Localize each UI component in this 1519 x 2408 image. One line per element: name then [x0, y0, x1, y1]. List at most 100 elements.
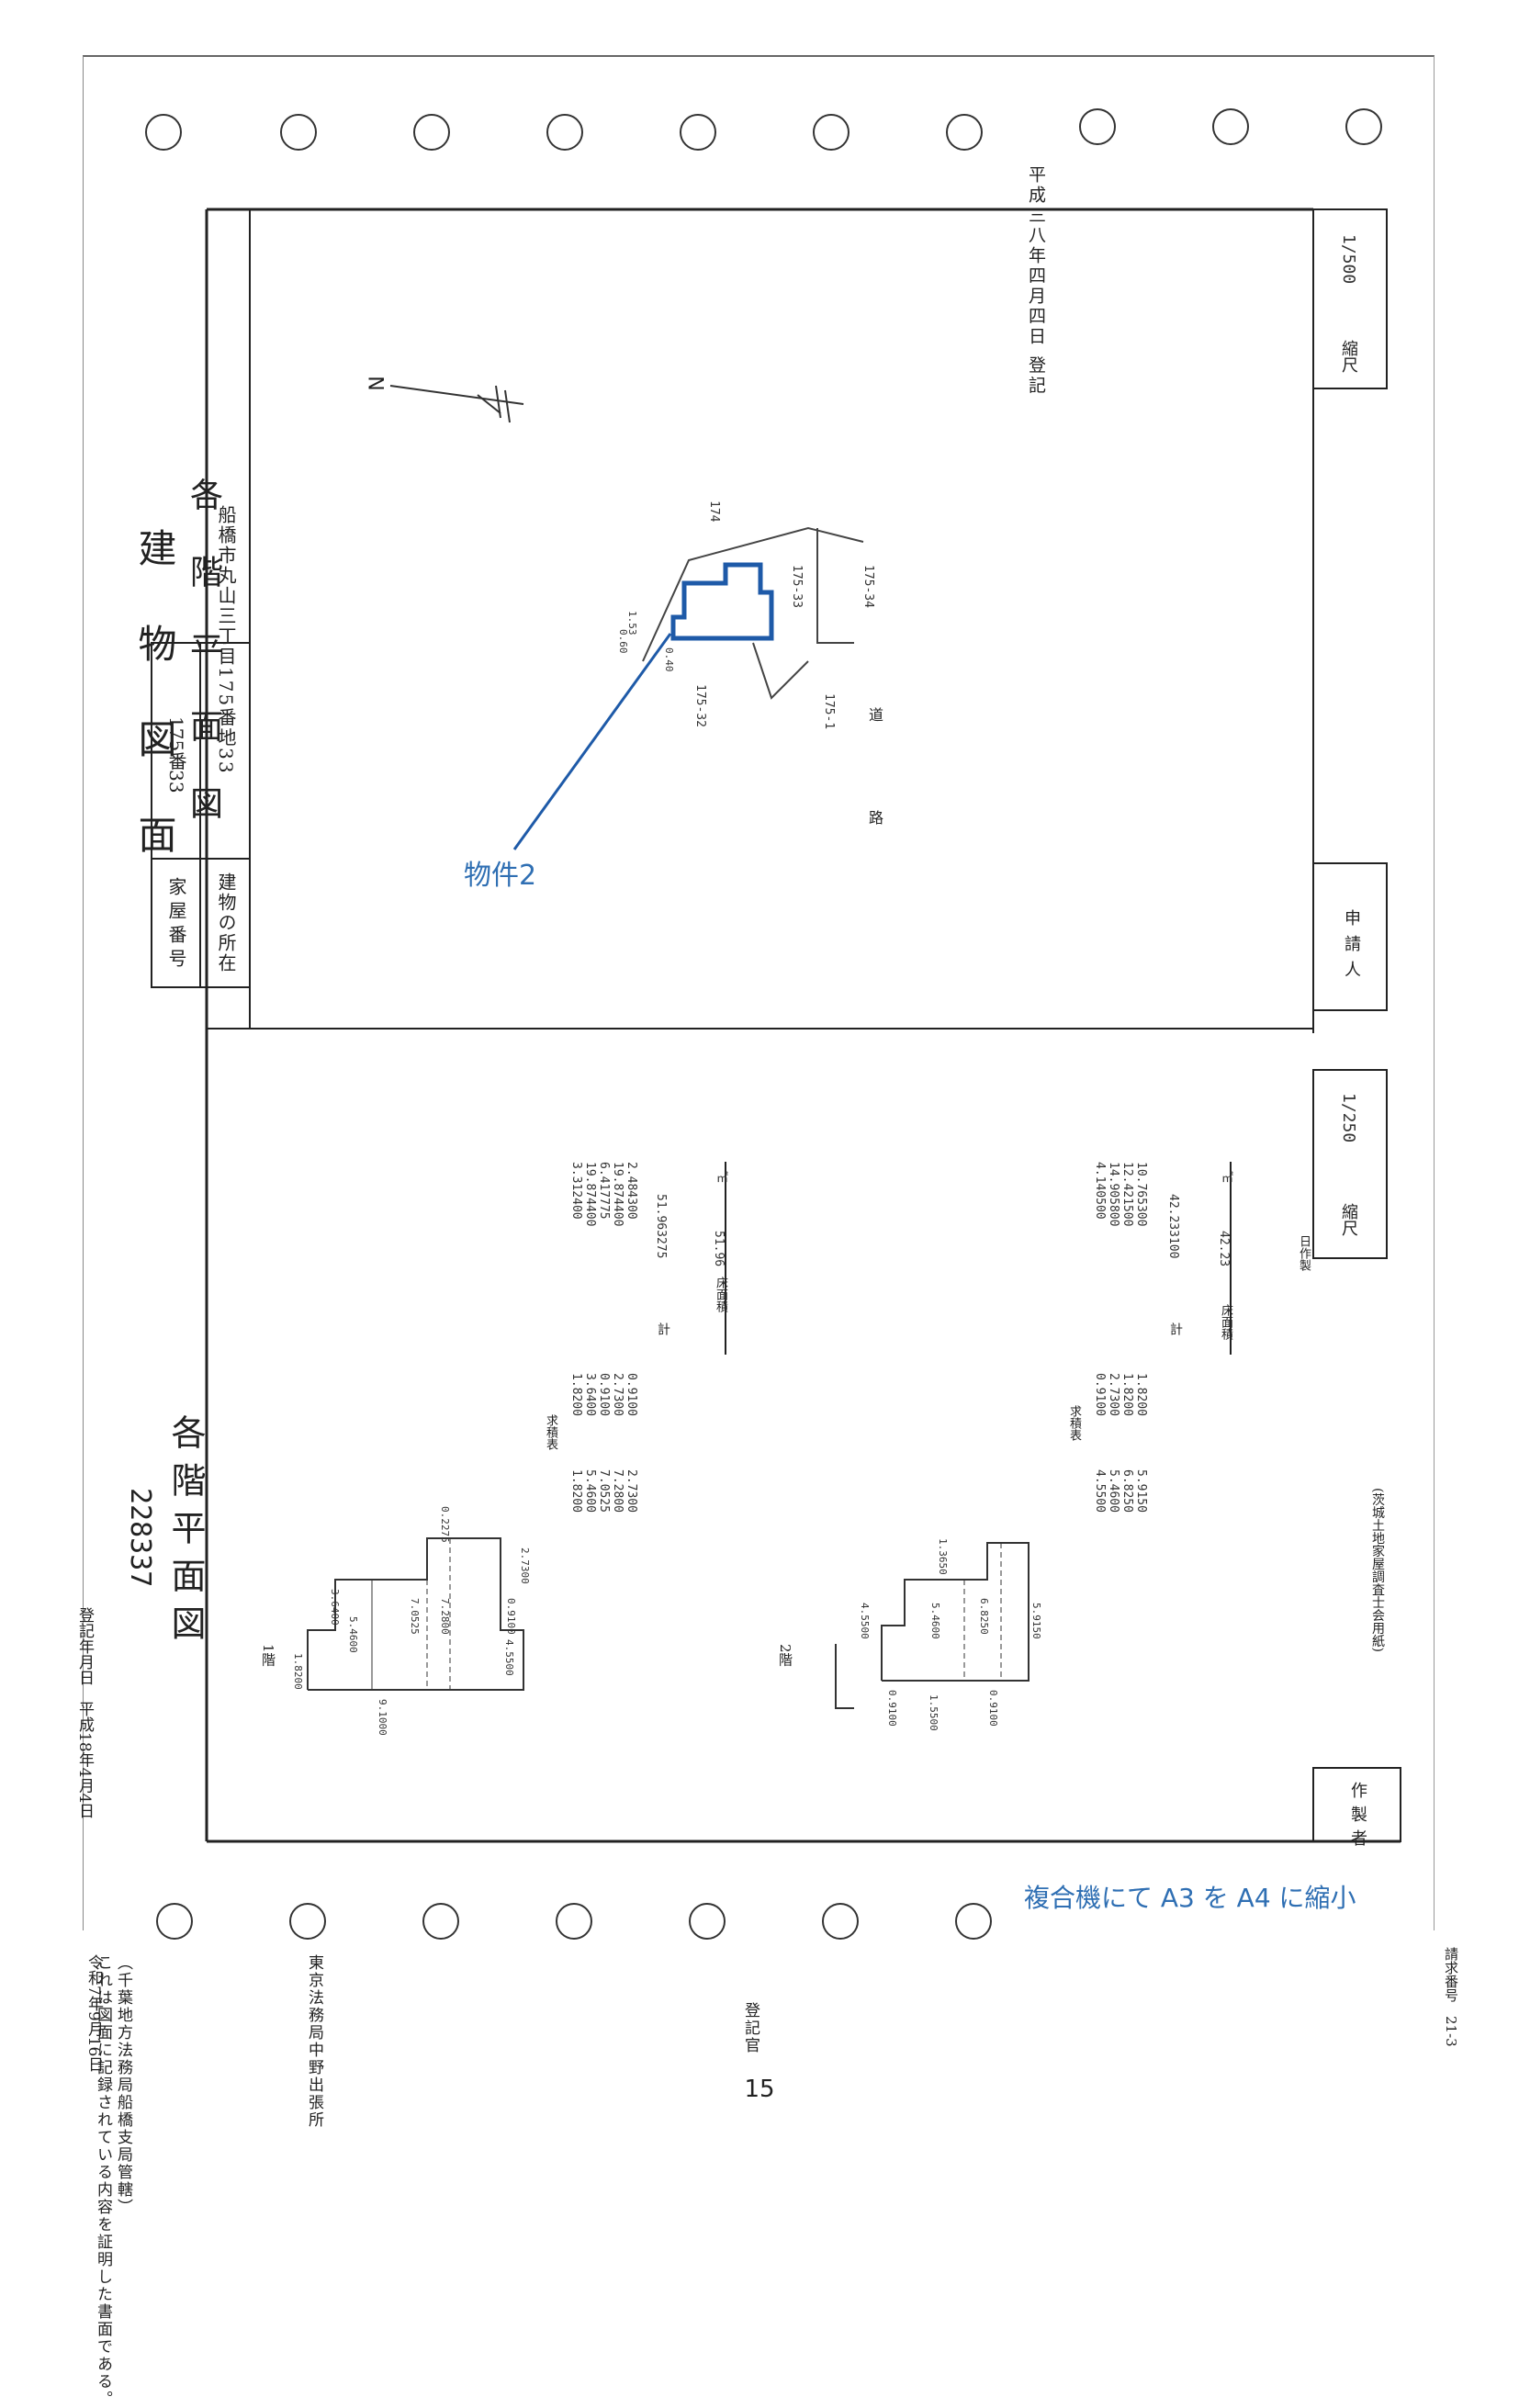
north-label: N — [363, 376, 387, 391]
hole-icon — [946, 114, 983, 151]
hole-icon — [680, 114, 716, 151]
total-label: 計 — [656, 1322, 670, 1335]
dim-label: 9.1000 — [377, 1699, 388, 1736]
registration-date: 平成三八年四月四日 登記 — [1026, 165, 1046, 397]
copy-note: 複合機にて A3 を A4 に縮小 — [1024, 1883, 1356, 1913]
dim-label: 6.8250 — [978, 1598, 990, 1635]
floor1-label: 1階 — [260, 1644, 276, 1667]
calc-a: 5.9150 — [1134, 1469, 1148, 1513]
calc-a: 1.8200 — [569, 1469, 583, 1513]
dim-label: 0.40 — [663, 647, 675, 672]
lot-label: 175-34 — [861, 565, 875, 608]
scale-label: 縮尺 — [1339, 340, 1358, 373]
location-label: 建物の所在 — [215, 872, 237, 973]
association-label: (茨城土地家屋調査士会用紙) — [1370, 1488, 1385, 1652]
lot-label: 175-33 — [790, 565, 804, 608]
hole-icon — [1345, 108, 1382, 145]
hole-icon — [156, 1903, 193, 1940]
drawing-linework — [151, 208, 1401, 1843]
hole-icon — [813, 114, 850, 151]
area-unit: ㎡ — [714, 1171, 727, 1183]
page-number: 15 — [744, 2076, 775, 2103]
dim-label: 5.4600 — [347, 1616, 359, 1653]
maker-label: 作製者 — [1348, 1782, 1367, 1853]
dim-label: 0.2275 — [439, 1506, 451, 1543]
dim-label: 7.2800 — [439, 1598, 451, 1635]
hole-icon — [422, 1903, 459, 1940]
floor2-total: 42.233100 — [1166, 1194, 1180, 1259]
hole-icon — [1212, 108, 1249, 145]
floor2-area: 42.23 — [1217, 1231, 1231, 1267]
calc-r: 14.905800 — [1107, 1162, 1120, 1227]
document-frame — [83, 55, 1435, 1930]
calc-r: 19.874400 — [583, 1162, 597, 1227]
dim-label: 1.3650 — [937, 1538, 949, 1575]
floor-area-label: 床面積 — [714, 1277, 727, 1312]
calc-b: 0.9100 — [624, 1373, 638, 1416]
house-number-label: 家屋番号 — [165, 877, 187, 973]
cert-date: 令和7年9月16日 — [84, 1954, 103, 2073]
dim-label: 1.53 — [626, 611, 638, 636]
dim-label: 2.7300 — [519, 1547, 531, 1584]
floor-area-label: 床面積 — [1219, 1304, 1232, 1340]
drawing-number: 228337 — [124, 1488, 156, 1588]
dim-label: 0.9100 — [886, 1690, 898, 1727]
calc-a: 6.8250 — [1120, 1469, 1134, 1513]
dim-label: 5.4600 — [929, 1603, 941, 1639]
document-title: 建 物 図 面 — [132, 528, 177, 862]
calc-a: 7.2800 — [611, 1469, 624, 1513]
calc-b: 3.6400 — [583, 1373, 597, 1416]
left-note: 登記年月日 平成18年4月4日 — [75, 1607, 94, 1819]
calc-b: 0.9100 — [1093, 1373, 1107, 1416]
scale-top: 1/500 — [1339, 234, 1358, 285]
hole-icon — [689, 1903, 726, 1940]
calc-r: 10.765300 — [1134, 1162, 1148, 1227]
calc-r: 2.484300 — [624, 1162, 638, 1220]
calc-b: 2.7300 — [611, 1373, 624, 1416]
floor-plan-title: 各階平面図 — [165, 1414, 206, 1653]
calc-r: 6.417775 — [597, 1162, 611, 1220]
calc-b: 1.8200 — [1134, 1373, 1148, 1416]
dim-label: 3.6400 — [329, 1589, 341, 1626]
calc-a: 2.7300 — [624, 1469, 638, 1513]
dim-label: 5.9150 — [1030, 1603, 1042, 1639]
applicant-label: 申請人 — [1342, 909, 1361, 986]
date-made: 日作製 — [1297, 1235, 1311, 1271]
calc-r: 3.312400 — [569, 1162, 583, 1220]
lot-label: 175-32 — [693, 684, 707, 727]
dim-label: 4.5500 — [859, 1603, 871, 1639]
dim-label: 1.8200 — [292, 1653, 304, 1690]
hole-icon — [1079, 108, 1116, 145]
registrar-label: 登記官 — [741, 2002, 760, 2054]
property-label: 物件2 — [464, 860, 537, 892]
cert-office: 東京法務局中野出張所 — [305, 1954, 323, 2129]
hole-icon — [413, 114, 450, 151]
road-label: 道 路 — [866, 707, 883, 861]
dim-label: 1.5500 — [928, 1694, 940, 1731]
hole-icon — [556, 1903, 592, 1940]
location-value: 船橋市丸山三丁目175番地33 — [215, 505, 237, 775]
dim-label: 0.9100 — [505, 1598, 517, 1635]
scale-label-2: 縮尺 — [1339, 1203, 1358, 1236]
calc-b: 1.8200 — [569, 1373, 583, 1416]
area-unit: ㎡ — [1219, 1171, 1232, 1183]
hole-icon — [955, 1903, 992, 1940]
calc-b: 1.8200 — [1120, 1373, 1134, 1416]
dim-label: 0.60 — [617, 629, 629, 654]
calc-a: 7.0525 — [597, 1469, 611, 1513]
hole-icon — [145, 114, 182, 151]
calc-b: 2.7300 — [1107, 1373, 1120, 1416]
lot-label: 175-1 — [822, 693, 836, 730]
calc-a: 5.4600 — [583, 1469, 597, 1513]
calc-a: 5.4600 — [1107, 1469, 1120, 1513]
hole-icon — [822, 1903, 859, 1940]
house-number-value: 175番33 — [165, 716, 187, 793]
lot-label: 174 — [707, 501, 721, 523]
scale-bottom: 1/250 — [1339, 1093, 1358, 1143]
document-subtitle: 各 階 平 面 図 — [185, 478, 222, 825]
dim-label: 4.5500 — [503, 1639, 515, 1676]
floor1-total: 51.963275 — [654, 1194, 668, 1259]
calc-label-2: 求積表 — [1067, 1405, 1081, 1441]
hole-icon — [280, 114, 317, 151]
calc-a: 4.5500 — [1093, 1469, 1107, 1513]
